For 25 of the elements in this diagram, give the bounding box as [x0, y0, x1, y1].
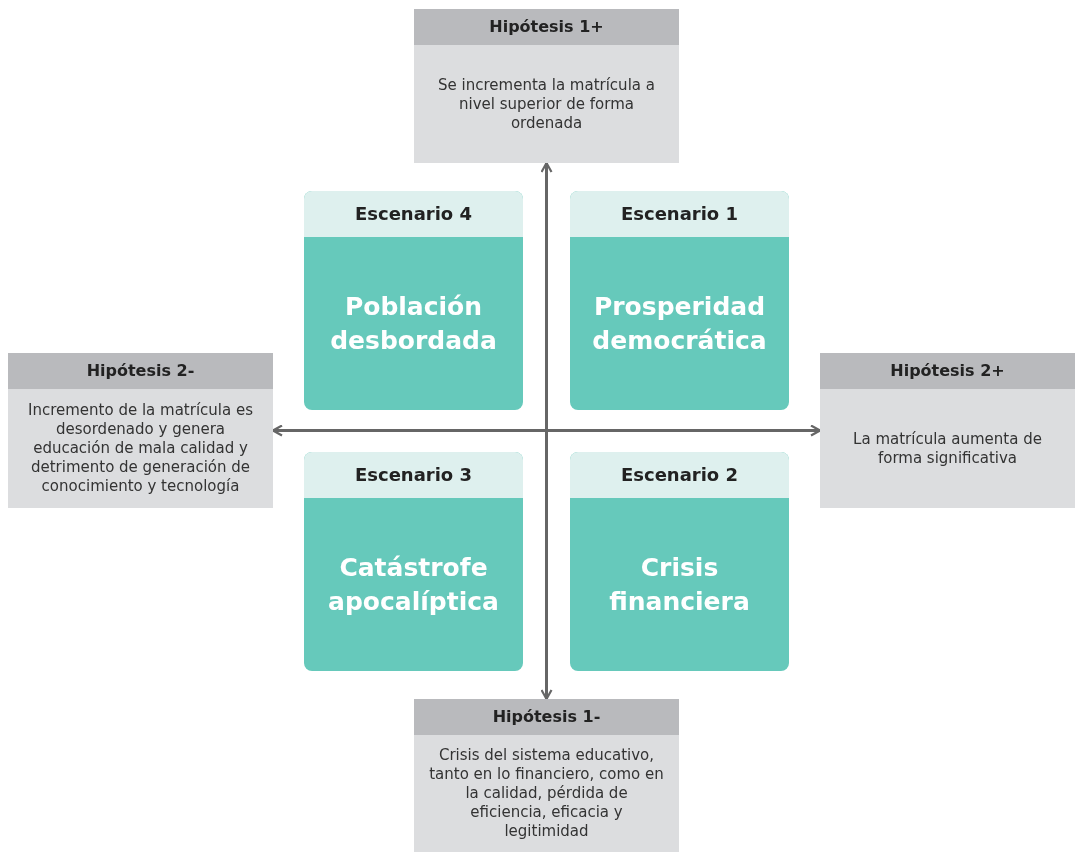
- scenario-title: Población desbordada: [329, 290, 498, 357]
- hypothesis-text: Incremento de la matrícula es desordenado y genera educación de mala calidad y detrimento de generación de conocimiento y tecnología: [27, 401, 254, 496]
- card-heading: Hipótesis 2+: [820, 353, 1075, 389]
- scenario-title: Prosperidad democrática: [591, 290, 768, 357]
- hypothesis-card: [414, 9, 679, 163]
- card-heading: Hipótesis 2-: [8, 353, 273, 389]
- hypothesis-text: Crisis del sistema educativo, tanto en lo financiero, como en la calidad, pérdida de eficiencia, eficacia y legitimidad: [428, 746, 665, 841]
- scenario-title: Crisis financiera: [608, 551, 751, 618]
- scenario-card: [304, 452, 523, 671]
- scenario-card: [570, 191, 789, 410]
- hypothesis-text: Se incrementa la matrícula a nivel superior de forma ordenada: [437, 75, 656, 133]
- card-heading: Escenario 3: [304, 452, 523, 498]
- card-heading: Escenario 2: [570, 452, 789, 498]
- scenario-card: [570, 452, 789, 671]
- scenario-title: Catástrofe apocalíptica: [327, 551, 500, 618]
- card-heading: Hipótesis 1-: [414, 699, 679, 735]
- hypothesis-card: [414, 699, 679, 852]
- scenario-card: [304, 191, 523, 410]
- hypothesis-card: [820, 353, 1075, 508]
- arrow: [540, 161, 553, 701]
- hypothesis-text: La matrícula aumenta de forma significativa: [852, 429, 1043, 468]
- card-heading: Hipótesis 1+: [414, 9, 679, 45]
- card-heading: Escenario 1: [570, 191, 789, 237]
- card-heading: Escenario 4: [304, 191, 523, 237]
- hypothesis-card: [8, 353, 273, 508]
